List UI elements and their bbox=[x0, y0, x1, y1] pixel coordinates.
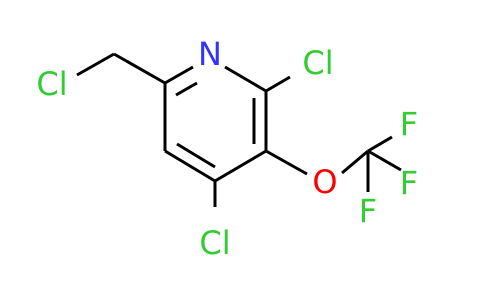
atom-labels: N Cl Cl Cl O F F F bbox=[36, 35, 418, 262]
bond-c4-c5 bbox=[164, 149, 216, 183]
bond-c6-n-inner bbox=[175, 81, 198, 97]
atom-f-bottom: F bbox=[359, 192, 377, 230]
bond-c6-ch2 bbox=[113, 52, 166, 85]
atom-f-mid: F bbox=[400, 164, 418, 202]
bond-c2-cl bbox=[265, 75, 291, 93]
bond-c4-c5-inner bbox=[176, 142, 216, 169]
bond-o-cf3 bbox=[341, 149, 369, 175]
bond-cf3-f-top bbox=[367, 135, 393, 153]
atom-f-top: F bbox=[400, 105, 418, 143]
bond-ch2-cl bbox=[76, 52, 115, 77]
bond-c3-o bbox=[265, 149, 308, 176]
bonds bbox=[76, 52, 402, 207]
atom-n-ring: N bbox=[198, 35, 222, 73]
atom-cl-4: Cl bbox=[199, 224, 230, 262]
bond-c6-n bbox=[164, 65, 194, 85]
atom-cl-2: Cl bbox=[302, 44, 333, 82]
atom-cl-chloromethyl: Cl bbox=[36, 65, 67, 103]
bond-c3-c4 bbox=[214, 149, 267, 183]
atom-o-ether: O bbox=[312, 163, 337, 201]
bond-cf3-f-mid bbox=[367, 149, 402, 172]
bond-n-c2 bbox=[224, 65, 267, 93]
